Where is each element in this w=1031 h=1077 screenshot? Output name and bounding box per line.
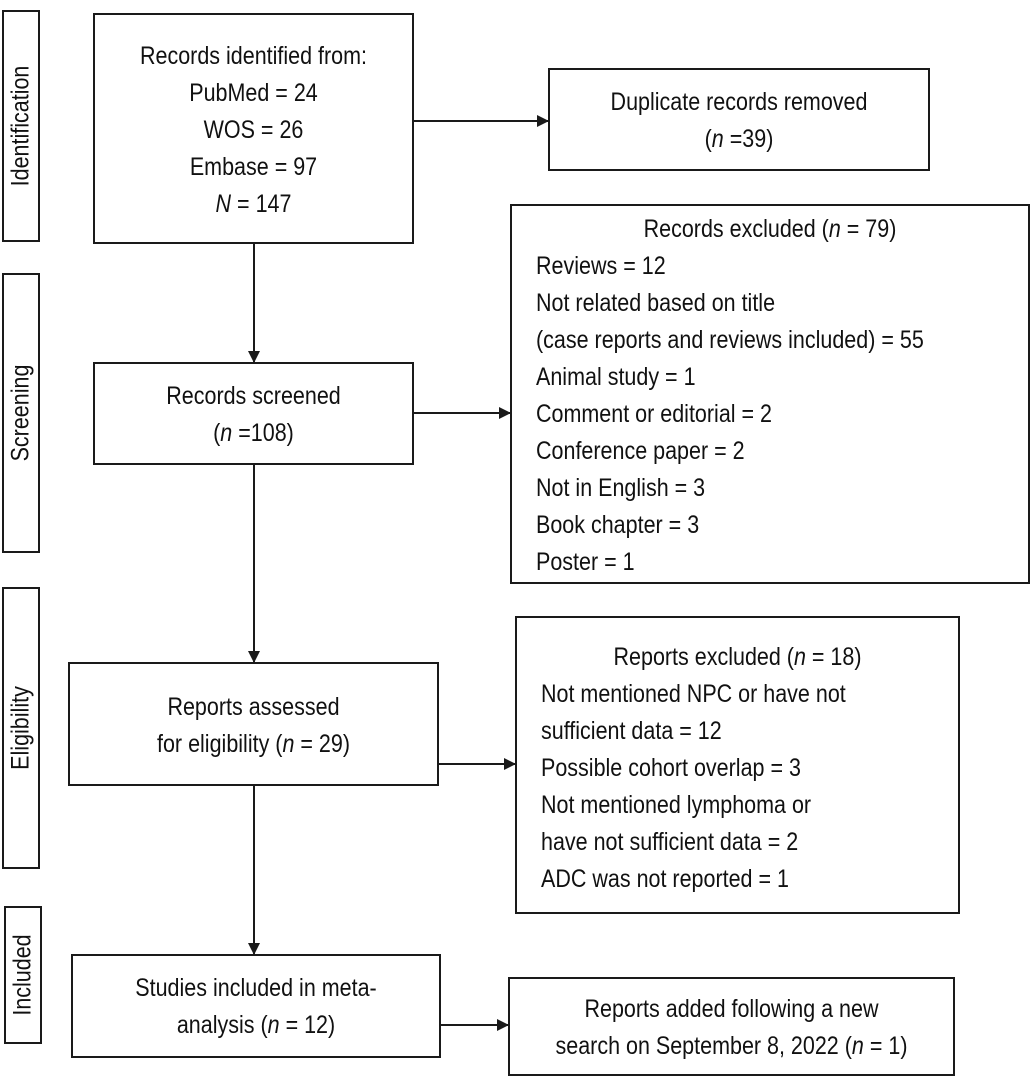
duplicates-label: Duplicate records removed <box>610 88 868 116</box>
records-excluded-box: Records excluded (n = 79) Reviews = 12 N… <box>510 204 1030 584</box>
records-excluded-item: (case reports and reviews included) = 55 <box>536 326 924 354</box>
screened-count: (n =108) <box>213 419 294 447</box>
records-excluded-item: Comment or editorial = 2 <box>536 400 773 428</box>
added-count: search on September 8, 2022 (n = 1) <box>555 1032 908 1060</box>
records-screened-box: Records screened (n =108) <box>93 362 414 465</box>
stage-included: Included <box>4 906 42 1044</box>
stage-included-label: Included <box>8 934 37 1016</box>
records-excluded-item: Reviews = 12 <box>536 252 666 280</box>
stage-eligibility: Eligibility <box>2 587 40 869</box>
identified-embase: Embase = 97 <box>189 153 318 181</box>
stage-identification-label: Identification <box>6 65 35 187</box>
included-count: analysis (n = 12) <box>176 1011 336 1039</box>
duplicates-count: (n =39) <box>704 125 774 153</box>
reports-added-box: Reports added following a new search on … <box>508 977 955 1076</box>
included-label: Studies included in meta- <box>135 974 377 1002</box>
assessed-count: for eligibility (n = 29) <box>157 730 350 758</box>
stage-identification: Identification <box>2 10 40 242</box>
identified-wos: WOS = 26 <box>203 116 304 144</box>
reports-assessed-box: Reports assessed for eligibility (n = 29… <box>68 662 439 786</box>
records-excluded-item: Book chapter = 3 <box>536 511 700 539</box>
reports-excluded-item: sufficient data = 12 <box>541 717 722 745</box>
reports-excluded-item: ADC was not reported = 1 <box>541 865 789 893</box>
records-excluded-item: Not related based on title <box>536 289 776 317</box>
added-label: Reports added following a new <box>584 995 879 1023</box>
reports-excluded-item: Possible cohort overlap = 3 <box>541 754 801 782</box>
stage-eligibility-label: Eligibility <box>6 686 35 770</box>
identified-total: N = 147 <box>215 190 292 218</box>
duplicates-removed-box: Duplicate records removed (n =39) <box>548 68 930 171</box>
reports-excluded-item: Not mentioned lymphoma or <box>541 791 812 819</box>
records-excluded-item: Not in English = 3 <box>536 474 706 502</box>
reports-excluded-item: have not sufficient data = 2 <box>541 828 799 856</box>
records-excluded-title: Records excluded (n = 79) <box>643 215 897 243</box>
reports-excluded-title: Reports excluded (n = 18) <box>613 643 862 671</box>
identified-title: Records identified from: <box>139 42 368 70</box>
assessed-label: Reports assessed <box>167 693 340 721</box>
identified-pubmed: PubMed = 24 <box>189 79 318 107</box>
records-excluded-item: Conference paper = 2 <box>536 437 745 465</box>
records-excluded-item: Animal study = 1 <box>536 363 696 391</box>
stage-screening: Screening <box>2 273 40 553</box>
studies-included-box: Studies included in meta- analysis (n = … <box>71 954 441 1058</box>
reports-excluded-box: Reports excluded (n = 18) Not mentioned … <box>515 616 960 914</box>
stage-screening-label: Screening <box>6 364 35 462</box>
records-excluded-item: Poster = 1 <box>536 548 635 576</box>
screened-label: Records screened <box>166 382 341 410</box>
reports-excluded-item: Not mentioned NPC or have not <box>541 680 846 708</box>
records-identified-box: Records identified from: PubMed = 24 WOS… <box>93 13 414 244</box>
